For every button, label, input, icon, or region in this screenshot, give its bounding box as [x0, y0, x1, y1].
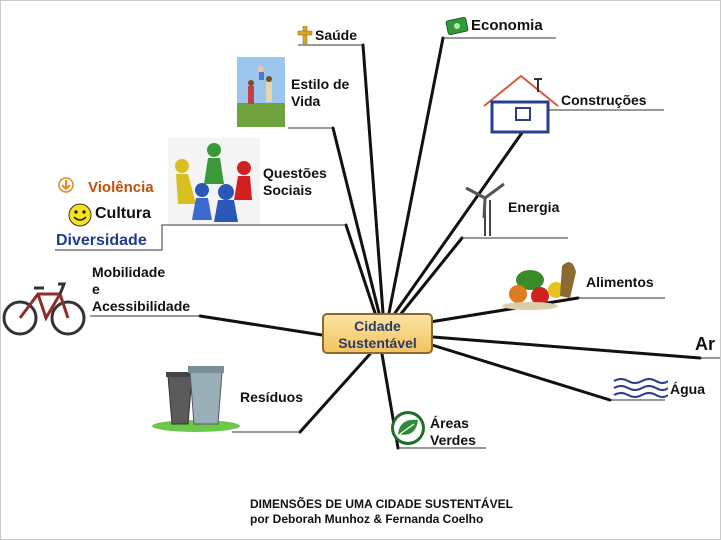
water-waves-icon	[613, 378, 668, 398]
line-alimentos	[428, 296, 580, 324]
line-ar	[431, 335, 702, 360]
down-arrow-icon	[58, 177, 74, 193]
money-icon	[445, 16, 469, 36]
caption-title: DIMENSÕES DE UMA CIDADE SUSTENTÁVEL	[250, 497, 513, 511]
leaf-icon	[391, 411, 425, 445]
line-mobilidade	[198, 314, 324, 337]
bicycle-icon	[2, 282, 86, 336]
branch-estilo-line2: Vida	[291, 93, 321, 109]
family-photo-icon	[237, 57, 285, 127]
trash-bins-icon	[152, 366, 240, 432]
branch-economia: Economia	[471, 17, 543, 34]
sub-violencia: Violência	[88, 179, 154, 196]
sub-diversidade: Diversidade	[56, 232, 147, 249]
house-icon	[483, 74, 559, 134]
sub-cultura: Cultura	[95, 205, 151, 222]
branch-mobilidade-line3: Acessibilidade	[92, 298, 191, 314]
diagram-caption: DIMENSÕES DE UMA CIDADE SUSTENTÁVEL por …	[250, 497, 513, 527]
branch-questoes-line1: Questões	[263, 165, 327, 181]
branch-construcoes: Construções	[561, 92, 647, 108]
branch-agua: Água	[670, 381, 705, 397]
line-estilo	[331, 126, 381, 315]
line-energia	[398, 236, 464, 317]
branch-mobilidade-line2: e	[92, 281, 100, 297]
branch-questoes-line2: Sociais	[263, 182, 313, 198]
line-saude	[361, 43, 385, 315]
people-circle-icon	[168, 138, 260, 224]
branch-estilo-line1: Estilo de	[291, 76, 350, 92]
branch-mobilidade-line1: Mobilidade	[92, 264, 166, 280]
smiley-icon	[68, 203, 92, 227]
line-agua	[430, 343, 612, 402]
branch-areas-line1: Áreas	[430, 415, 469, 431]
vegetables-icon	[502, 262, 576, 310]
branch-residuos: Resíduos	[240, 389, 304, 405]
branch-areas-line2: Verdes	[430, 432, 476, 448]
center-label-line2: Sustentável	[338, 335, 417, 351]
center-label-line1: Cidade	[354, 318, 401, 334]
line-questoes	[344, 223, 377, 315]
branch-alimentos: Alimentos	[586, 274, 654, 290]
branch-ar: Ar	[695, 334, 716, 354]
line-residuos	[298, 352, 372, 434]
center-node: Cidade Sustentável	[322, 313, 433, 354]
wind-turbine-icon	[465, 182, 505, 236]
caption-authors: por Deborah Munhoz & Fernanda Coelho	[250, 512, 484, 526]
cross-icon	[297, 26, 313, 44]
branch-energia: Energia	[508, 199, 560, 215]
line-economia	[387, 36, 445, 315]
branch-saude: Saúde	[315, 27, 358, 43]
line-construcoes	[393, 108, 540, 315]
